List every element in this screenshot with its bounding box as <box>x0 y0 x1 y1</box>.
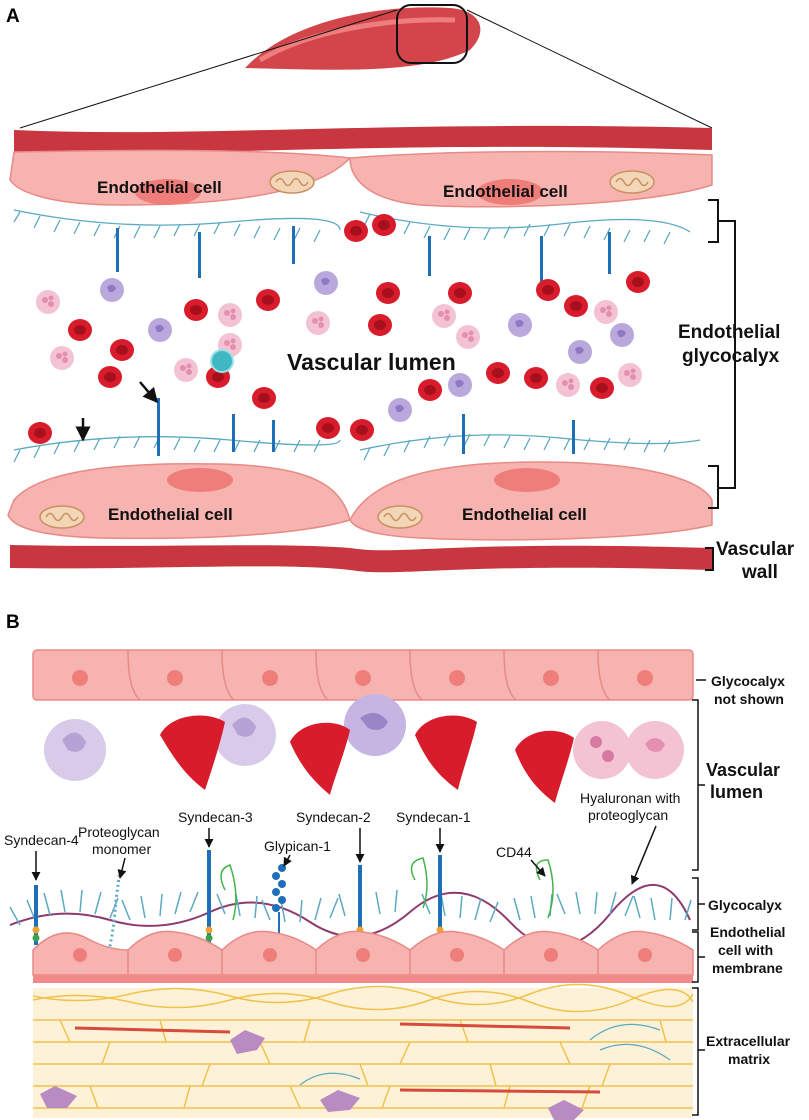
endothelial-membrane-label: Endothelial <box>710 924 785 940</box>
syndecan-4-label: Syndecan-4 <box>4 832 79 848</box>
endothelial-cell <box>349 461 713 541</box>
glypican-1-label: Glypican-1 <box>264 838 331 854</box>
bracket-icon <box>708 199 736 509</box>
hyaluronan-label: proteoglycan <box>588 807 668 823</box>
syndecan-1-label: Syndecan-1 <box>396 809 471 825</box>
extracellular-matrix-label: Extracellular <box>706 1033 791 1049</box>
glycocalyx-b-label: Glycocalyx <box>708 897 782 913</box>
glycocalyx-label: glycocalyx <box>682 346 780 367</box>
extracellular-matrix-label: matrix <box>728 1051 770 1067</box>
arrow-icon <box>630 825 657 885</box>
nucleus <box>135 179 201 205</box>
vascular-wall-label: Vascular <box>716 539 795 560</box>
endothelial-cell-label: Endothelial cell <box>108 505 233 524</box>
endothelial-membrane-label: membrane <box>712 960 783 976</box>
vascular-lumen-b-label: lumen <box>710 782 763 802</box>
blood-cells-panel-b <box>44 694 684 803</box>
cd44-label: CD44 <box>496 844 532 860</box>
proteoglycan-label: Proteoglycan <box>78 824 160 840</box>
bracket-icon <box>692 699 705 871</box>
bracket-icon <box>692 931 705 983</box>
panel-b-label: B <box>6 612 20 633</box>
vascular-lumen-label: Vascular lumen <box>287 349 456 375</box>
nucleus <box>494 468 560 492</box>
arrow-icon <box>139 381 158 404</box>
panel-a-label: A <box>6 6 20 27</box>
proteoglycan-label: monomer <box>92 841 151 857</box>
vessel-wall-bottom <box>10 545 712 573</box>
endothelial-row-bottom <box>32 930 694 983</box>
endothelial-cell-label: Endothelial cell <box>462 505 587 524</box>
arrow-icon <box>283 854 292 867</box>
endothelial-cell <box>349 150 713 208</box>
hyaluronan-label: Hyaluronan with <box>580 790 680 806</box>
endothelial-cell-label: Endothelial cell <box>443 182 568 201</box>
nucleus <box>477 179 543 205</box>
syndecan-2-label: Syndecan-2 <box>296 809 371 825</box>
extracellular-matrix <box>32 983 694 1120</box>
endothelial-row-top <box>32 649 694 701</box>
bracket-icon <box>692 987 705 1116</box>
bracket-icon <box>705 547 714 571</box>
syndecan-group-bottom <box>157 398 575 456</box>
endothelial-cell-label: Endothelial cell <box>97 178 222 197</box>
arrow-icon <box>117 857 127 879</box>
syndecan-group-top <box>116 226 611 286</box>
endothelial-membrane-label: cell with <box>718 942 773 958</box>
bracket-icon <box>692 877 705 931</box>
glycocalyx-label: Endothelial <box>678 322 780 343</box>
glycocalyx-not-shown-label: Glycocalyx <box>711 673 785 689</box>
arrow-icon <box>530 859 546 877</box>
vascular-lumen-b-label: Vascular <box>706 760 780 780</box>
vascular-wall-label: wall <box>741 562 778 583</box>
blood-cells-lumen <box>28 214 650 444</box>
monocyte-icon <box>210 349 234 373</box>
syndecan-3-label: Syndecan-3 <box>178 809 253 825</box>
nucleus <box>167 468 233 492</box>
blood-vessel-icon <box>19 4 713 129</box>
vessel-wall-top <box>14 125 712 154</box>
glycocalyx-not-shown-label: not shown <box>714 691 784 707</box>
